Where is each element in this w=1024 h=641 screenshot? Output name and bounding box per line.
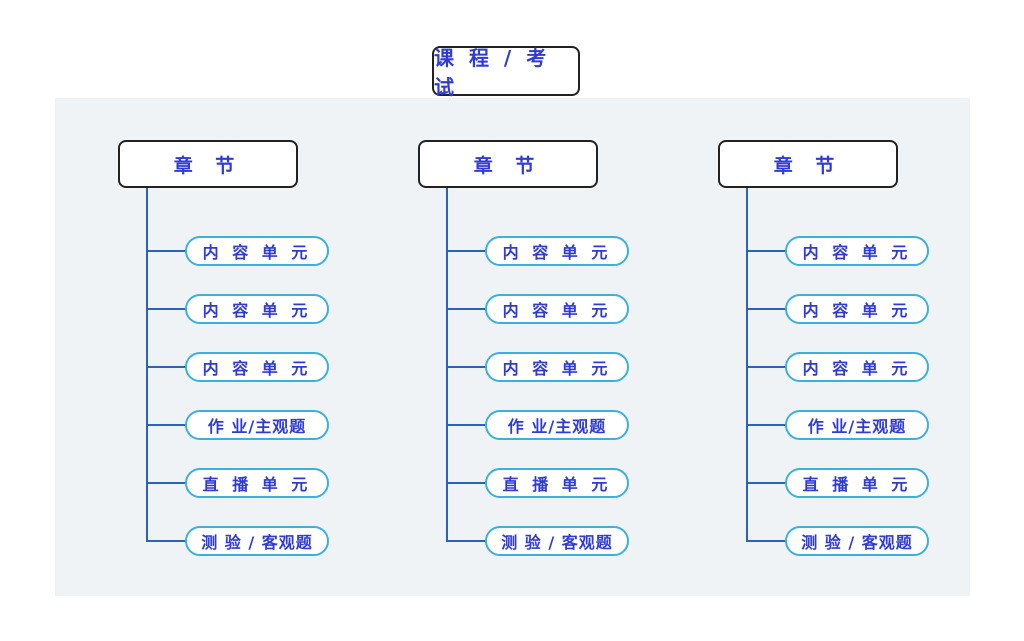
connector-vertical: [446, 188, 448, 541]
connector-branch: [146, 482, 186, 484]
chapter-column-2: 章 节 内 容 单 元 内 容 单 元 内 容 单 元 作 业/主观题 直 播 …: [355, 98, 655, 596]
chapter-node: 章 节: [418, 140, 598, 188]
connector-vertical: [746, 188, 748, 541]
quiz-node: 测 验 / 客观题: [485, 526, 629, 556]
connector-branch: [746, 366, 786, 368]
quiz-node: 测 验 / 客观题: [185, 526, 329, 556]
live-unit-node: 直 播 单 元: [185, 468, 329, 498]
connector-branch: [746, 424, 786, 426]
root-node-course-exam: 课 程 / 考 试: [432, 46, 580, 99]
connector-branch: [746, 540, 786, 542]
connector-branch: [446, 250, 486, 252]
live-unit-node: 直 播 单 元: [485, 468, 629, 498]
content-unit-node: 内 容 单 元: [185, 236, 329, 266]
assignment-node: 作 业/主观题: [785, 410, 929, 440]
connector-vertical: [146, 188, 148, 541]
connector-branch: [446, 424, 486, 426]
content-unit-node: 内 容 单 元: [485, 236, 629, 266]
connector-branch: [746, 308, 786, 310]
connector-branch: [446, 482, 486, 484]
content-unit-node: 内 容 单 元: [185, 294, 329, 324]
content-unit-node: 内 容 单 元: [185, 352, 329, 382]
quiz-node: 测 验 / 客观题: [785, 526, 929, 556]
content-unit-node: 内 容 单 元: [785, 294, 929, 324]
connector-branch: [446, 540, 486, 542]
connector-branch: [146, 250, 186, 252]
chapter-column-3: 章 节 内 容 单 元 内 容 单 元 内 容 单 元 作 业/主观题 直 播 …: [655, 98, 955, 596]
chapter-column-1: 章 节 内 容 单 元 内 容 单 元 内 容 单 元 作 业/主观题 直 播 …: [55, 98, 355, 596]
content-unit-node: 内 容 单 元: [485, 294, 629, 324]
connector-branch: [446, 308, 486, 310]
connector-branch: [746, 482, 786, 484]
connector-branch: [146, 366, 186, 368]
assignment-node: 作 业/主观题: [185, 410, 329, 440]
connector-branch: [746, 250, 786, 252]
assignment-node: 作 业/主观题: [485, 410, 629, 440]
chapter-node: 章 节: [118, 140, 298, 188]
connector-branch: [146, 540, 186, 542]
connector-branch: [146, 424, 186, 426]
live-unit-node: 直 播 单 元: [785, 468, 929, 498]
content-unit-node: 内 容 单 元: [785, 236, 929, 266]
content-unit-node: 内 容 单 元: [485, 352, 629, 382]
content-unit-node: 内 容 单 元: [785, 352, 929, 382]
diagram-panel: 章 节 内 容 单 元 内 容 单 元 内 容 单 元 作 业/主观题 直 播 …: [55, 98, 970, 596]
connector-branch: [146, 308, 186, 310]
chapter-node: 章 节: [718, 140, 898, 188]
connector-branch: [446, 366, 486, 368]
